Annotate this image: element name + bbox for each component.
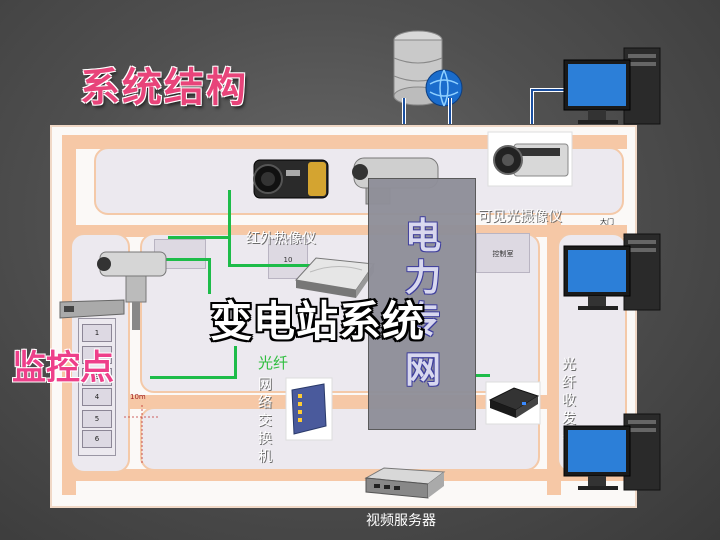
distance-label: 10m [130,393,146,401]
fiber-transceiver-char: 收 [562,393,576,409]
grid-cell: 1 [82,324,112,342]
grid-cell: 2 [82,346,112,364]
grid-cell: 3 [82,368,112,386]
network-switch-icon [285,377,333,441]
video-server-label: 视频服务器 [366,513,436,529]
power-network-char: 电 [404,216,441,257]
monitor-grid: 1 2 3 4 5 6 [82,322,112,452]
power-network-char: 网 [404,350,441,391]
fiber-line-mid-h [160,258,210,261]
fiber-transceiver-char: 光 [562,357,576,373]
fiber-line-low-v [234,346,237,379]
database-globe-icon [393,30,463,107]
road-bottom [62,469,627,481]
monitor-point-label: 监控点 [12,348,114,388]
desktop-computer-icon [563,233,661,311]
grid-cell: 6 [82,430,112,448]
road-top [62,135,627,149]
ptz-camera-icon [59,299,125,319]
fiber-line-right [476,374,490,377]
fiber-line-top-h2 [228,264,368,267]
power-network-char: 专 [404,300,441,341]
fiber-switch-char: 机 [258,449,272,465]
fiber-line-top-v2 [228,236,231,266]
distance-marker [124,405,158,465]
fiber-line-mid-v [208,258,211,294]
grid-cell: 5 [82,410,112,428]
thermal-camera-label: 红外热像仪 [246,231,316,247]
fiber-line-top-v [228,190,231,238]
fiber-transceiver-char: 发 [562,411,576,427]
control-room-label: 控制室 [492,250,514,258]
gate-label: 大门 [600,218,614,226]
room-code: 10 [283,256,293,264]
power-network-char: 力 [404,258,441,299]
room-b: 10 [268,239,308,279]
fiber-switch-char: 网 [258,377,272,393]
block-lower [140,407,540,471]
visible-camera-label: 可见光摄像仪 [478,209,562,225]
grid-frame [78,318,116,456]
power-private-network: 电 力 专 网 [368,178,476,430]
fiber-switch-char: 交 [258,413,272,429]
page-title: 系统结构 [80,65,248,111]
box-camera-icon [487,131,573,187]
fiber-transceiver-icon [485,381,541,425]
fiber-transceiver-char: 纤 [562,375,576,391]
desktop-computer-icon [563,413,661,491]
substation-system-title: 变电站系统 [210,297,426,346]
room-a [154,239,206,269]
grid-cell: 4 [82,388,112,406]
thermal-camera-icon [253,159,329,199]
video-server-icon [364,467,446,499]
fiber-switch-char: 换 [258,431,272,447]
ptz-camera-icon [97,251,167,330]
fiber-switch-label: 光纤 [258,354,289,372]
fiber-switch-char: 络 [258,395,272,411]
fiber-line-low-h [150,376,236,379]
desktop-computer-icon [563,47,661,125]
fiber-line-top-h [168,236,230,239]
control-room: 控制室 [476,233,530,273]
